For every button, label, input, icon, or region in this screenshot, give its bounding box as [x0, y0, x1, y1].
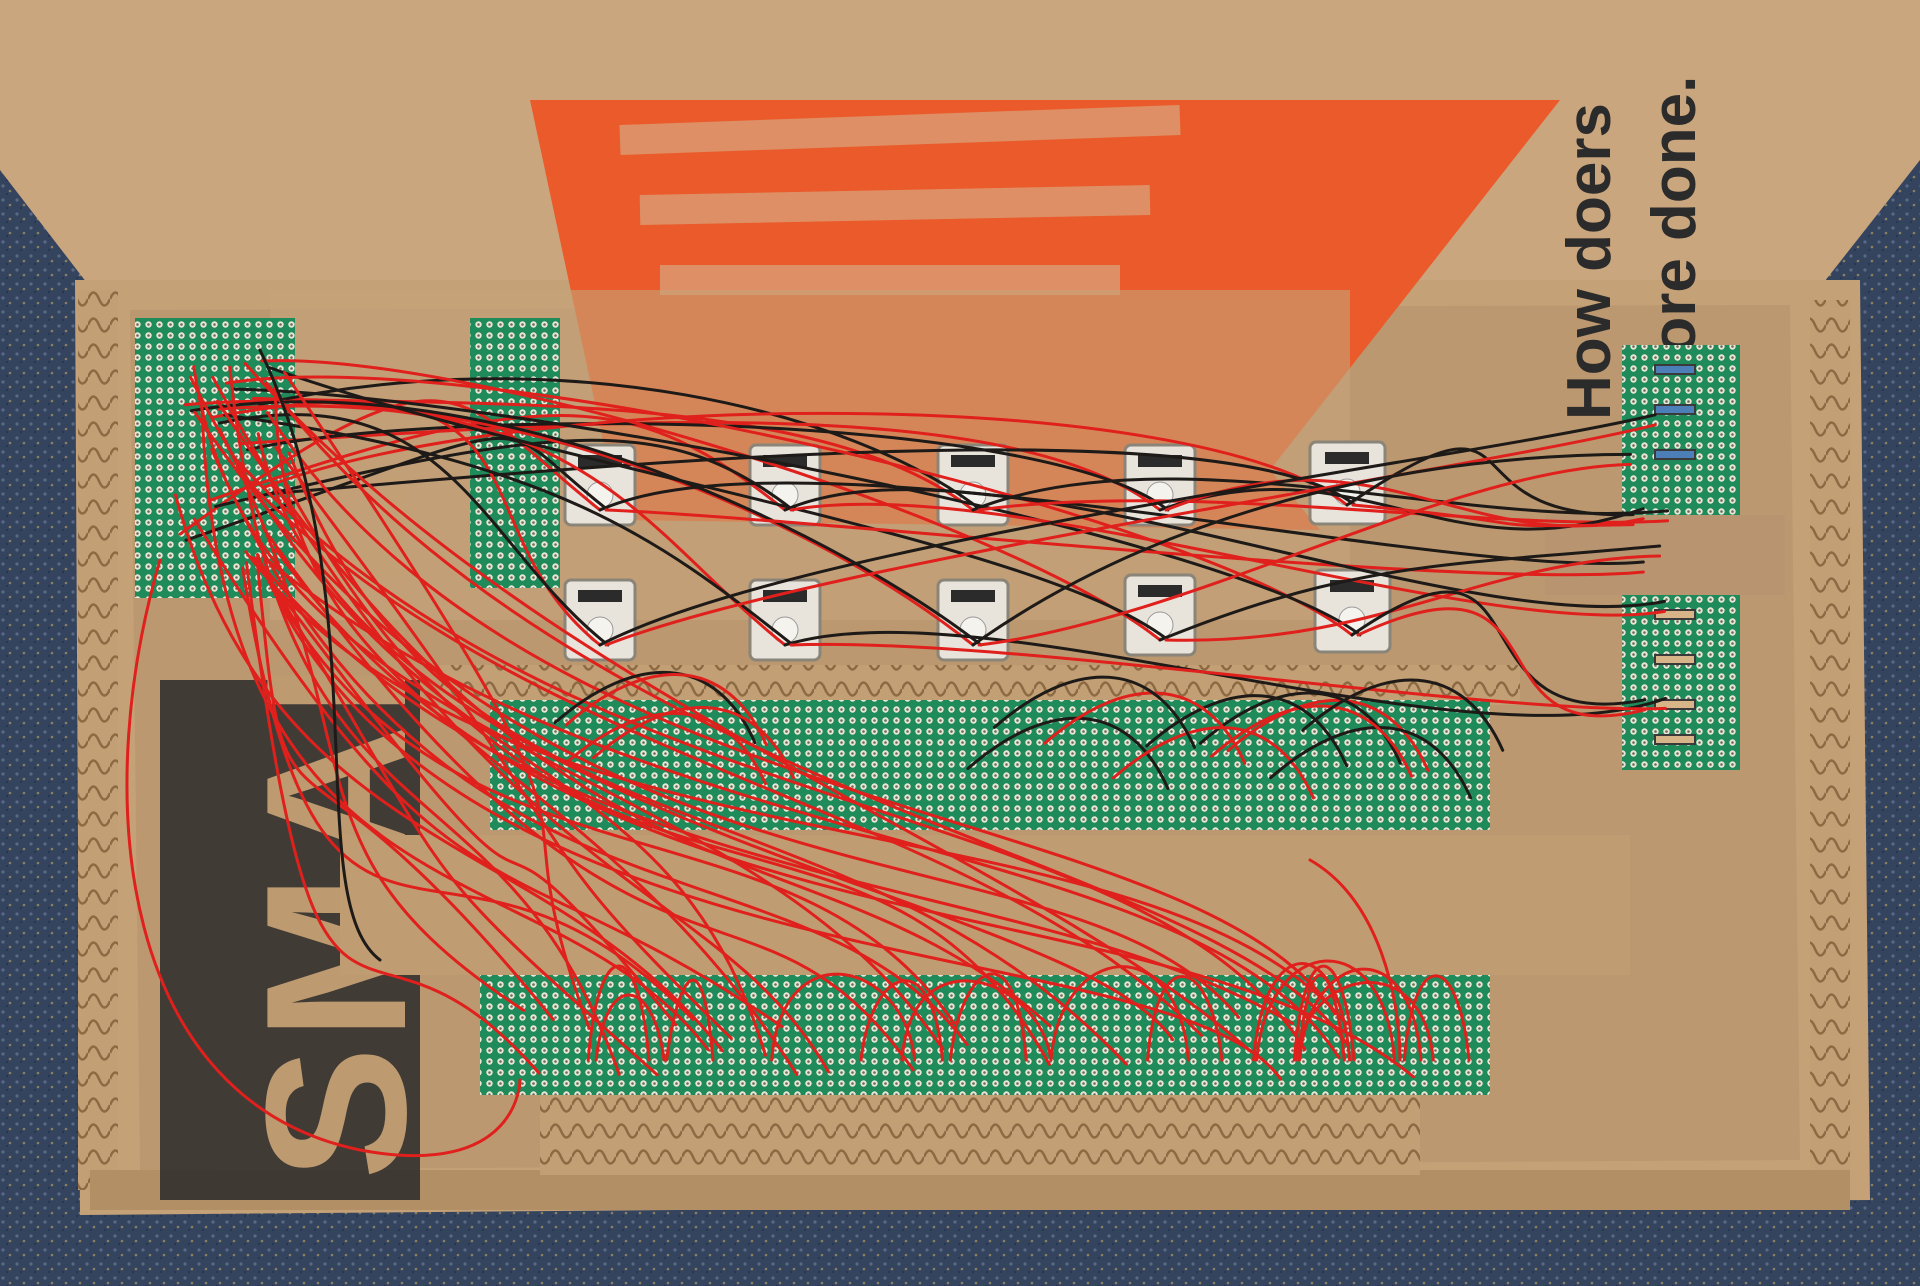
- wire-red: [1351, 503, 1635, 528]
- wire-red: [215, 399, 1052, 1028]
- wire-red: [261, 566, 956, 1025]
- wire-red: [244, 550, 1348, 1026]
- wire-red: [770, 972, 917, 1062]
- resistor-icon: [1654, 364, 1696, 745]
- cardboard-spacer-bottom: [540, 1095, 1420, 1175]
- cardboard-band-middle: [340, 835, 1630, 975]
- wire-red: [859, 979, 944, 1062]
- wire-red: [261, 411, 1349, 507]
- wire-red: [1111, 726, 1315, 800]
- cardboard-band-right: [1545, 515, 1785, 595]
- wire-black: [246, 422, 1170, 512]
- wire-black: [230, 387, 1362, 637]
- wire-black: [1269, 725, 1473, 800]
- wire-red: [244, 561, 541, 1075]
- box-wall-right: [1810, 300, 1850, 1180]
- wire-red: [1146, 974, 1224, 1062]
- wire-red: [232, 455, 1307, 1051]
- wire-red: [1164, 554, 1662, 642]
- wire-red: [1252, 962, 1352, 1062]
- wire-black: [184, 436, 610, 542]
- wire-black: [966, 716, 1170, 790]
- wire-black: [1145, 694, 1349, 768]
- wire-red: [265, 572, 659, 1077]
- wire-red: [592, 706, 796, 780]
- wire-black: [189, 400, 983, 647]
- wire-red: [241, 566, 695, 1021]
- wire-red: [192, 365, 945, 1051]
- wire-red: [564, 673, 768, 747]
- wire-red: [188, 375, 767, 1057]
- wire-red: [1308, 858, 1402, 1062]
- wire-red: [948, 972, 1028, 1062]
- slogan-line-1: How doers: [1555, 103, 1624, 420]
- wire-red: [1402, 974, 1471, 1062]
- wire-red: [274, 446, 733, 1040]
- wire-red: [1049, 965, 1190, 1062]
- wire-black: [971, 452, 1632, 647]
- wire-black: [218, 413, 610, 647]
- wire-red: [789, 502, 1667, 617]
- wire-red: [604, 423, 1657, 647]
- switch-6: [563, 578, 637, 662]
- wire-black: [214, 438, 795, 512]
- wire-red: [251, 556, 678, 1027]
- wire-black: [783, 631, 1667, 717]
- wire-red: [125, 558, 522, 1158]
- wire-red: [1297, 973, 1346, 1062]
- wire-bundle: [125, 348, 1670, 1158]
- wire-red: [265, 381, 1350, 1047]
- wire-red: [604, 508, 1645, 577]
- switch-9: [1123, 573, 1197, 657]
- wire-red: [789, 642, 1667, 711]
- wire-black: [267, 448, 1357, 507]
- wire-red: [977, 499, 1670, 524]
- wire-red: [977, 462, 1632, 647]
- wire-black: [992, 675, 1196, 749]
- wire-red: [211, 375, 830, 1074]
- wire-red: [1210, 704, 1414, 778]
- wire-red: [594, 993, 666, 1062]
- wire-red: [255, 553, 1283, 1081]
- wire-red: [586, 964, 651, 1062]
- wire-red: [1356, 607, 1647, 718]
- wire-red: [210, 448, 969, 1047]
- box-wall-left: [78, 290, 118, 1190]
- wire-red: [243, 362, 1253, 1053]
- wire-black: [598, 413, 1657, 647]
- wire-black: [1301, 678, 1505, 752]
- wire-red: [1292, 964, 1356, 1062]
- wire-red: [224, 375, 1354, 637]
- wire-black: [783, 488, 1667, 609]
- wire-black: [258, 348, 382, 962]
- wire-red: [1043, 691, 1247, 765]
- wire-red: [192, 517, 784, 1028]
- switch-10: [1313, 568, 1392, 654]
- wire-red: [665, 978, 715, 1062]
- wire-red: [1255, 959, 1396, 1062]
- wire-red: [240, 421, 1162, 512]
- wire-red: [200, 407, 710, 1052]
- wire-red: [563, 711, 767, 786]
- wire-red: [173, 493, 724, 1053]
- wire-red: [283, 370, 591, 1030]
- wire-black: [1158, 544, 1662, 642]
- wire-black: [553, 670, 757, 745]
- wire-black: [266, 365, 1170, 642]
- wire-red: [218, 427, 526, 1012]
- wire-red: [1294, 980, 1435, 1062]
- wire-red: [255, 558, 1294, 1025]
- wire-red: [255, 556, 555, 1022]
